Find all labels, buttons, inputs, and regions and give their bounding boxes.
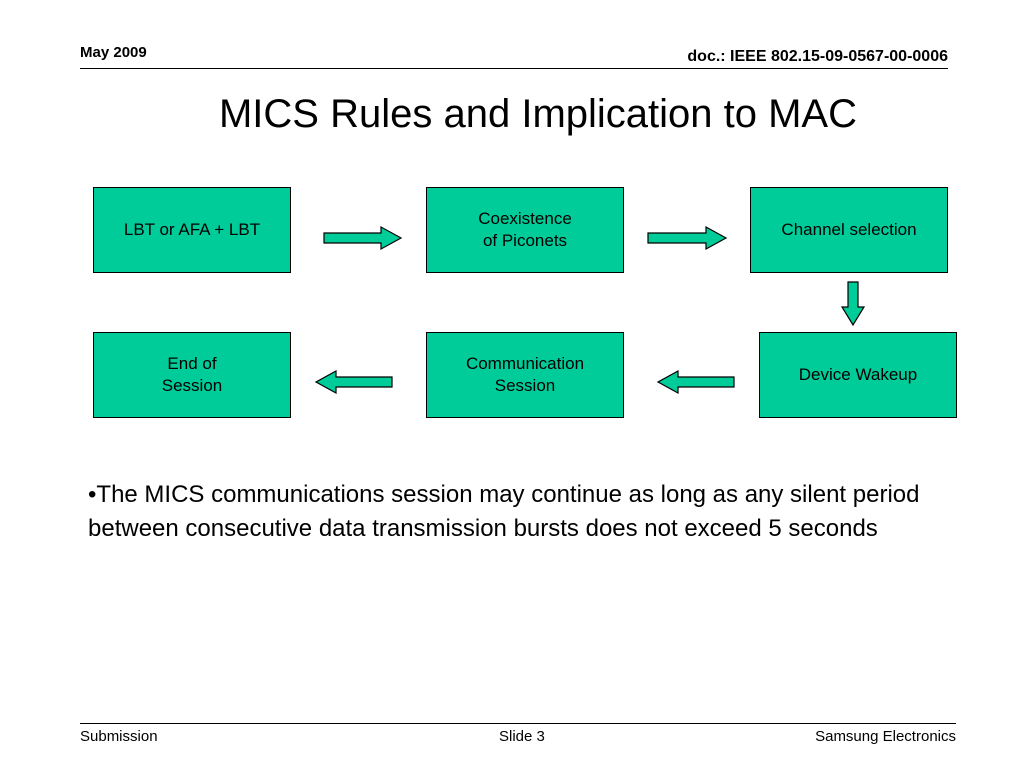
box-lbt: LBT or AFA + LBT: [93, 187, 291, 273]
header-divider: [80, 68, 948, 69]
box-device-wakeup: Device Wakeup: [759, 332, 957, 418]
footer-divider: [80, 723, 956, 724]
box-channel-selection: Channel selection: [750, 187, 948, 273]
footer-submission: Submission: [80, 728, 158, 745]
bullet-note: •The MICS communications session may con…: [88, 481, 920, 542]
box-communication-session: Communication Session: [426, 332, 624, 418]
arrow-down: [840, 281, 866, 327]
arrow-left-2: [314, 369, 393, 395]
arrow-left-1: [656, 369, 735, 395]
slide-title: MICS Rules and Implication to MAC: [218, 92, 857, 136]
footer-company: Samsung Electronics: [815, 728, 956, 745]
box-coexistence: Coexistence of Piconets: [426, 187, 624, 273]
footer-slide-number: Slide 3: [499, 728, 545, 745]
arrow-right-2: [647, 225, 728, 251]
header-date: May 2009: [80, 44, 147, 61]
arrow-right-1: [323, 225, 403, 251]
header-doc-id: doc.: IEEE 802.15-09-0567-00-0006: [687, 48, 948, 65]
box-end-of-session: End of Session: [93, 332, 291, 418]
